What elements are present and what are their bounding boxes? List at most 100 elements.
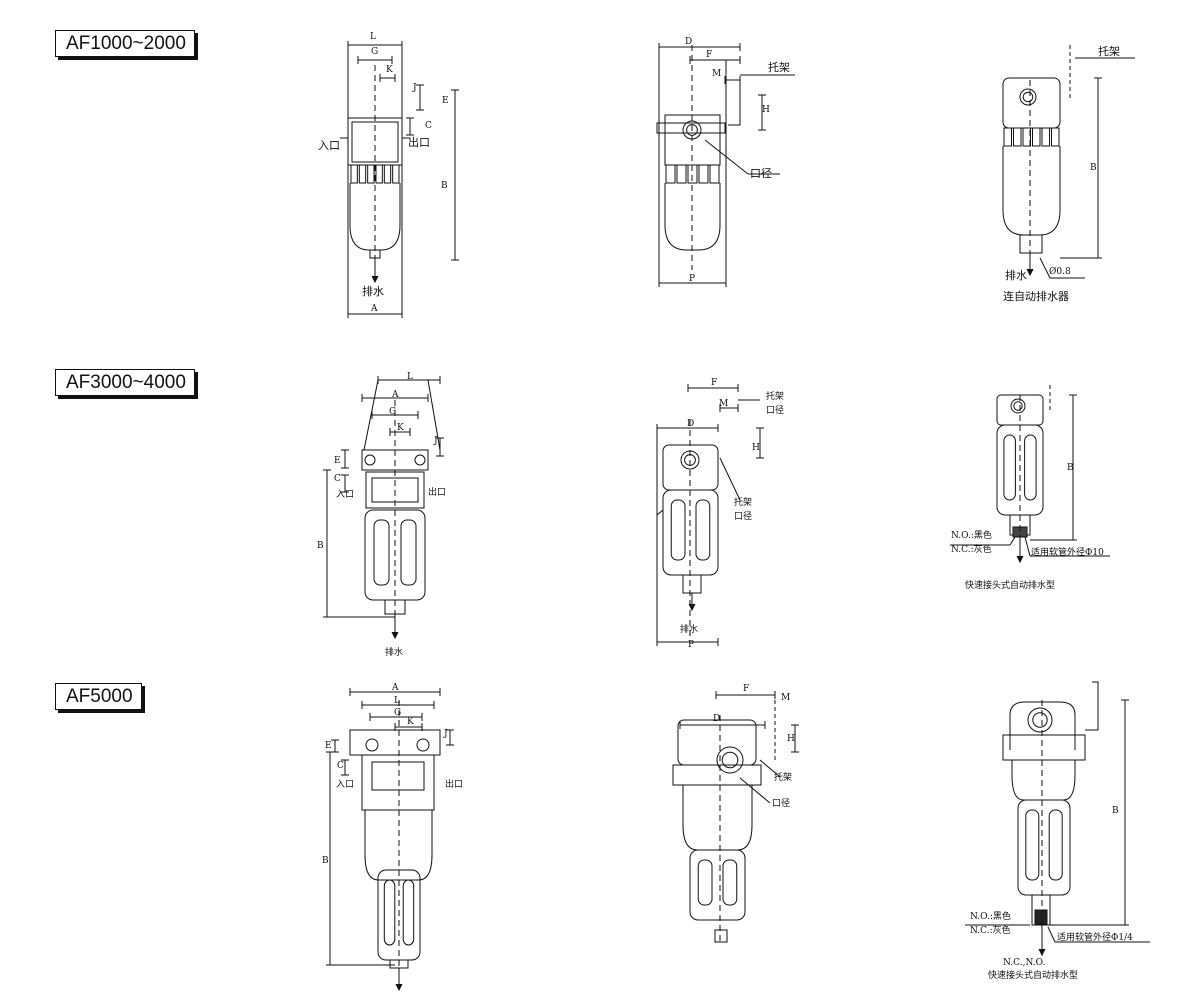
leader-line [1047,926,1056,943]
leader-line [704,139,749,175]
leader-line [759,759,781,778]
dim-B: B [1090,163,1097,173]
leader-line [1024,536,1031,557]
dim-D: D [713,714,720,724]
inlet-label: 入口 [336,489,354,500]
nc-color-label: N.C.:灰色 [951,543,992,555]
fin [350,164,358,184]
head-body [1002,77,1061,129]
dim-J: J [433,436,438,446]
drain-label: 排水 [385,646,403,658]
drain-valve [682,574,702,594]
sight-window [1003,434,1016,501]
no-color-label: N.O.:黑色 [951,529,992,541]
leader-line [1039,257,1051,279]
bracket-label: 托架 [768,60,790,74]
head-lower [672,764,762,786]
fin [1022,127,1031,147]
fin [367,164,375,184]
bracket-label: 托架 [774,771,792,783]
bracket-plate [656,122,726,134]
dim-B: B [1112,806,1119,816]
sight-window [697,859,713,906]
bowl [682,785,753,851]
af3000-side-labels: F M 托架 口径 D H 托架 口径 排水 P [680,378,784,650]
dim-E: E [442,96,449,106]
sight-window [400,519,417,586]
dim-M: M [781,693,790,703]
mount-hole [365,738,379,752]
af3000-auto-drain-labels: B N.O.:黑色 N.C.:灰色 适用软管外径Φ10 快速接头式自动排水型 [951,463,1104,591]
dim-H: H [752,443,760,453]
dim-G: G [389,407,396,417]
model-title-af5000: AF5000 [55,683,142,710]
drain-types-label: N.C.,N.O. [1003,958,1045,968]
dim-K: K [386,65,393,75]
dim-P: P [688,640,694,650]
inlet-label: 入口 [336,779,354,790]
sight-window [1048,809,1063,881]
dim-E: E [334,456,341,466]
port-circle [1027,707,1053,733]
dim-H: H [762,105,770,115]
sight-window [383,879,396,946]
fin [375,164,383,184]
af1000-front-labels: L G K J E C B A 入口 出口 排水 [318,32,449,314]
dim-L: L [394,696,400,706]
outlet-label: 出口 [408,135,430,149]
leader-line [739,777,771,804]
port-label: 口径 [772,797,790,809]
dim-B: B [441,181,448,191]
port-label-top: 口径 [766,404,784,416]
fin [676,164,687,184]
bracket-label-top: 托架 [766,390,784,402]
bracket-label: 托架 [734,496,752,508]
mount-hole [364,454,376,466]
dim-A: A [391,390,399,400]
model-title-af3000-4000: AF3000~4000 [55,369,195,396]
bowl [1011,760,1076,801]
mount-hole [414,454,426,466]
fin [698,164,709,184]
bracket-profile [1085,681,1099,731]
dim-C: C [334,474,341,484]
dim-D: D [687,419,694,429]
sight-window [1025,809,1040,881]
inlet-label: 入口 [318,139,340,152]
arrow-head [395,983,403,992]
leader-line [1009,536,1016,546]
sight-window [373,519,390,586]
head-body [361,754,435,811]
arrow-head [1026,268,1034,277]
port-inner-circle [1032,712,1048,728]
arrow-head [371,275,379,284]
model-title-af1000-2000: AF1000~2000 [55,30,195,57]
head-window [351,121,399,163]
hose-size-label: 适用软管外径Φ1/4 [1057,931,1133,943]
nc-color-label: N.C.:灰色 [970,924,1011,936]
dim-K: K [407,717,414,727]
dim-A: A [391,683,399,693]
af1000-side-labels: D F M 托架 H 口径 P [685,37,790,284]
sight-window [695,499,711,561]
dim-M: M [712,69,721,79]
dim-M: M [719,399,728,409]
fin [665,164,676,184]
sight-window [670,499,686,561]
dim-F: F [711,378,717,388]
dim-L: L [407,372,413,382]
bowl [1002,146,1061,236]
auto-drain [1019,234,1043,254]
port-circle [1019,88,1037,106]
fin [358,164,367,184]
sight-window [1024,434,1037,501]
caption: 快速接头式自动排水型 [965,579,1055,591]
dim-B: B [1067,463,1074,473]
port-inner-circle [1013,401,1023,411]
drain-valve [714,929,728,943]
fin [1051,127,1060,147]
port-label: 口径 [734,510,752,522]
no-color-label: N.O.:黑色 [970,910,1011,922]
port-inner-circle [721,751,739,769]
